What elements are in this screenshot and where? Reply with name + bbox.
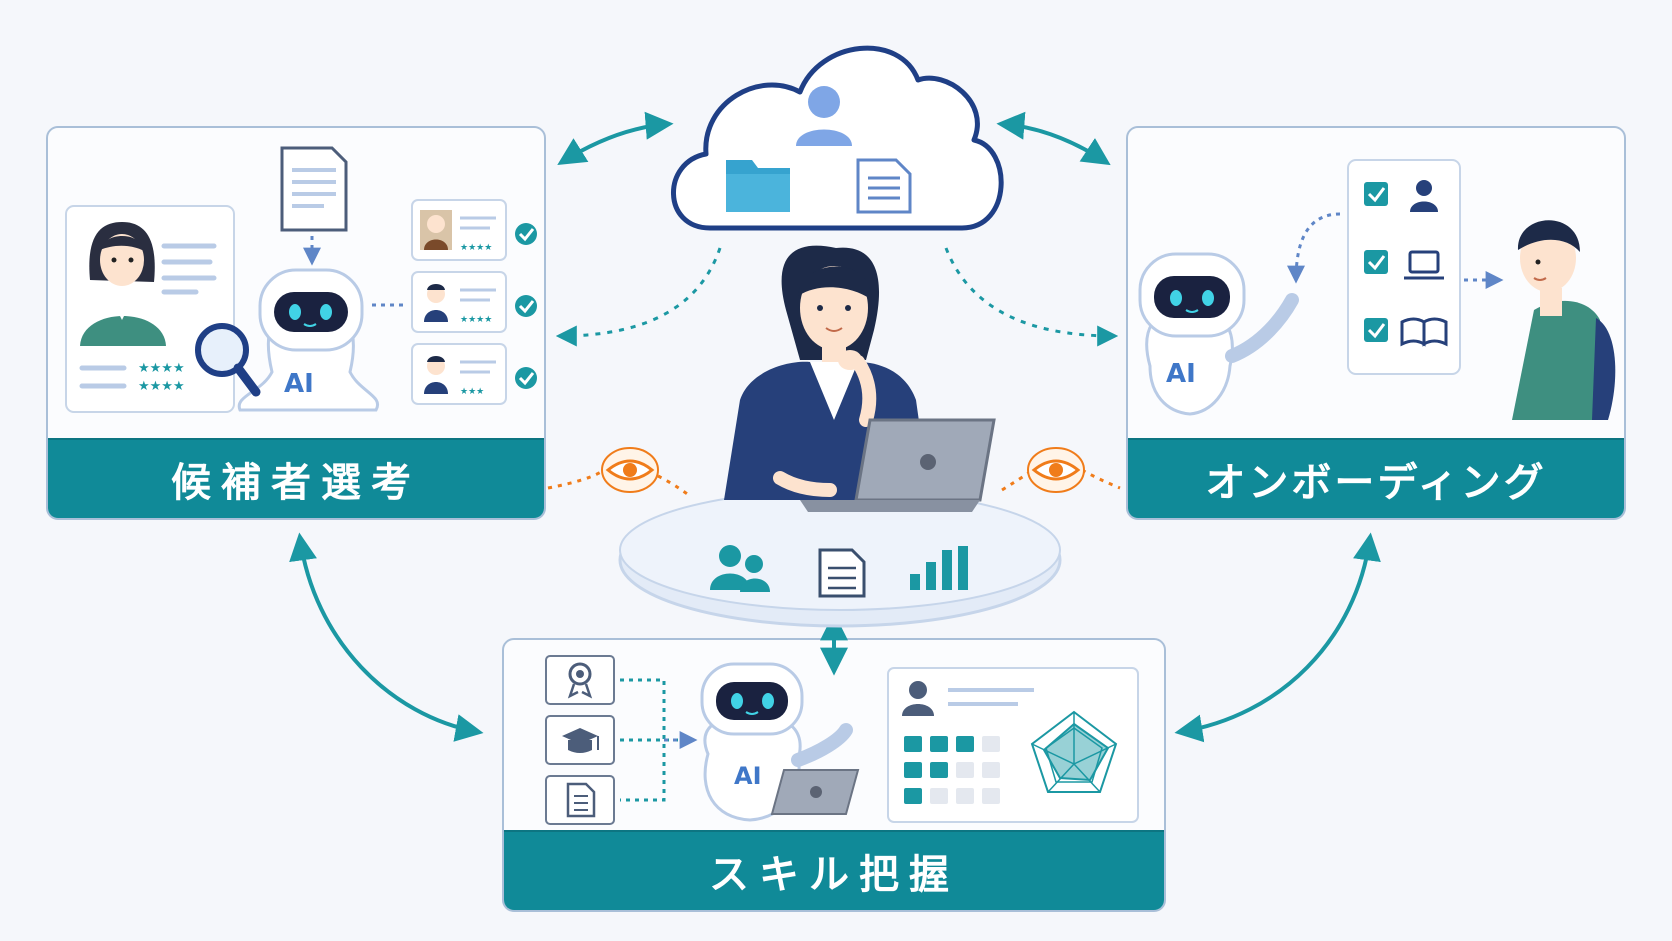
candidate-card: ★★★★ bbox=[411, 271, 507, 333]
robot-icon: AI bbox=[237, 268, 380, 412]
team-icon bbox=[710, 545, 770, 592]
checkbox-icon bbox=[1364, 182, 1388, 206]
cloud-right-arrow bbox=[996, 111, 1111, 166]
svg-text:★★★★: ★★★★ bbox=[138, 379, 185, 394]
user-icon bbox=[1410, 180, 1438, 212]
ai-robot-label: AI bbox=[284, 369, 314, 399]
robot-icon: AI bbox=[1138, 252, 1299, 416]
ai-robot-label: AI bbox=[734, 762, 762, 790]
candidate-profile-card: ★★★★ ★★★★ bbox=[65, 205, 235, 413]
check-circle-icon bbox=[515, 367, 537, 389]
laptop-icon bbox=[770, 769, 860, 815]
onboarding-label: オンボーディング bbox=[1128, 438, 1624, 518]
new-employee-figure bbox=[1512, 220, 1616, 420]
document-icon bbox=[818, 548, 866, 598]
cloud-icon bbox=[671, 45, 1004, 231]
laptop-icon bbox=[1404, 250, 1444, 280]
document-icon bbox=[856, 158, 912, 214]
svg-text:★★★★: ★★★★ bbox=[138, 361, 185, 376]
skill-grid bbox=[904, 736, 1000, 804]
checkbox-icon bbox=[1364, 250, 1388, 274]
robot-icon: AI bbox=[700, 662, 853, 822]
user-icon bbox=[902, 681, 934, 716]
cloud-to-left-dotted-arrow bbox=[555, 247, 722, 347]
candidate-selection-label: 候補者選考 bbox=[48, 438, 544, 518]
magnifier-icon bbox=[195, 323, 261, 397]
left-to-skill-arrow bbox=[289, 532, 484, 742]
laptop-icon bbox=[800, 418, 996, 512]
book-icon bbox=[1400, 317, 1448, 347]
robot-to-checklist-dotted-arrow bbox=[1287, 212, 1341, 284]
eye-icon bbox=[547, 447, 691, 498]
ai-robot-label: AI bbox=[1166, 359, 1196, 389]
candidate-shortlist: ★★★★ ★★★★ ★★★ bbox=[411, 199, 537, 405]
eye-icon bbox=[1001, 447, 1121, 493]
inputs-to-robot-dotted-lines bbox=[620, 678, 692, 802]
education-card bbox=[545, 715, 615, 765]
resume-document-icon bbox=[280, 146, 348, 266]
certificate-card bbox=[545, 655, 615, 705]
document-card bbox=[545, 775, 615, 825]
skill-assessment-label: スキル把握 bbox=[504, 830, 1164, 910]
cloud-left-arrow bbox=[557, 111, 674, 165]
certificate-icon bbox=[567, 662, 593, 699]
onboarding-checklist bbox=[1347, 159, 1461, 375]
bar-chart-icon bbox=[910, 546, 968, 590]
skill-profile-card bbox=[887, 667, 1139, 823]
right-to-skill-arrow bbox=[1174, 532, 1381, 743]
svg-text:★★★: ★★★ bbox=[460, 387, 484, 397]
candidate-card: ★★★★ bbox=[411, 199, 507, 261]
document-icon bbox=[566, 782, 596, 818]
checkbox-icon bbox=[1364, 318, 1388, 342]
cloud-to-right-dotted-arrow bbox=[944, 247, 1119, 347]
radar-chart-icon bbox=[1030, 710, 1118, 793]
svg-text:★★★★: ★★★★ bbox=[460, 243, 492, 253]
check-circle-icon bbox=[515, 295, 537, 317]
folder-icon bbox=[726, 160, 790, 212]
graduation-cap-icon bbox=[562, 728, 599, 753]
svg-text:★★★★: ★★★★ bbox=[460, 315, 492, 325]
candidate-card: ★★★ bbox=[411, 343, 507, 405]
check-circle-icon bbox=[515, 223, 537, 245]
user-icon bbox=[796, 86, 852, 146]
